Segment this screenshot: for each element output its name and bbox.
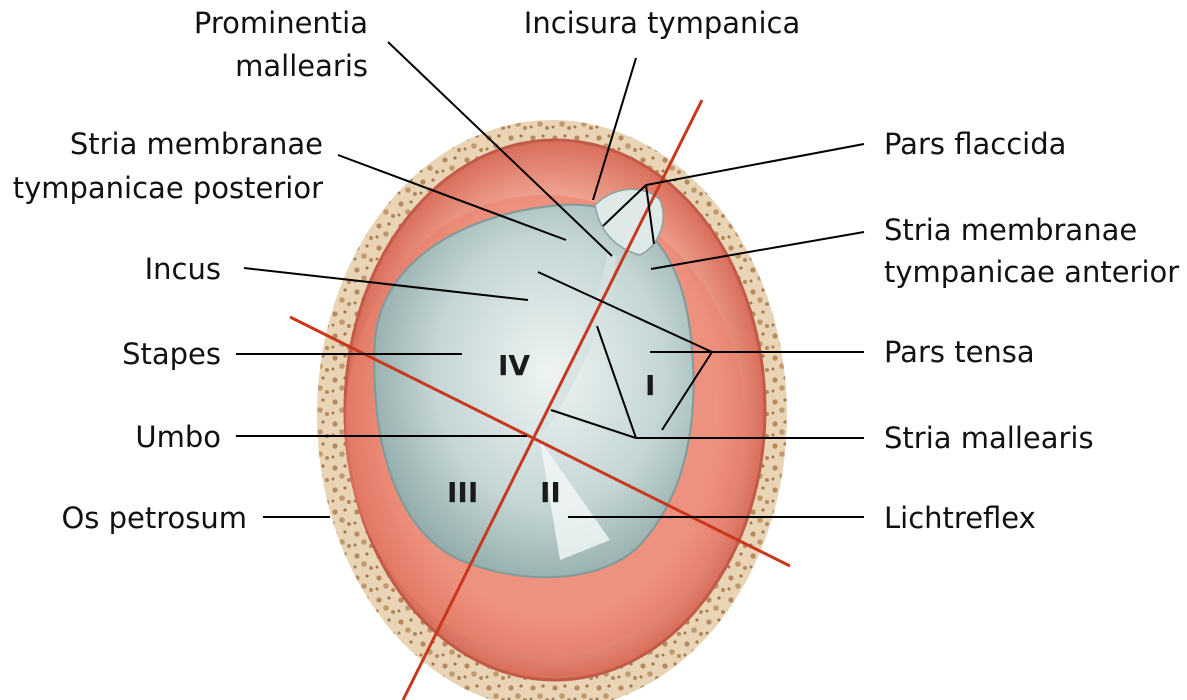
label-stria-posterior-line2: tympanicae posterior [13,171,323,205]
label-stapes: Stapes [122,337,221,371]
quadrant-label-i: I [645,369,655,402]
label-prominentia-line2: mallearis [235,49,368,83]
label-pars-flaccida: Pars flaccida [884,127,1066,161]
label-stria-mallearis: Stria mallearis [884,421,1094,455]
label-stria-anterior-line1: Stria membranae [884,213,1137,247]
label-stria-posterior-line1: Stria membranae [70,127,323,161]
label-os-petrosum: Os petrosum [61,501,247,535]
quadrant-label-iii: III [447,476,478,509]
label-pars-tensa: Pars tensa [884,335,1035,369]
label-stria-anterior-line2: tympanicae anterior [884,255,1179,289]
label-incisura-tympanica: Incisura tympanica [524,6,800,40]
quadrant-label-ii: II [540,476,561,509]
label-lichtreflex: Lichtreflex [884,501,1036,535]
label-incus: Incus [145,252,221,286]
quadrant-label-iv: IV [498,349,530,382]
label-prominentia-line1: Prominentia [194,6,368,40]
label-umbo: Umbo [135,420,221,454]
